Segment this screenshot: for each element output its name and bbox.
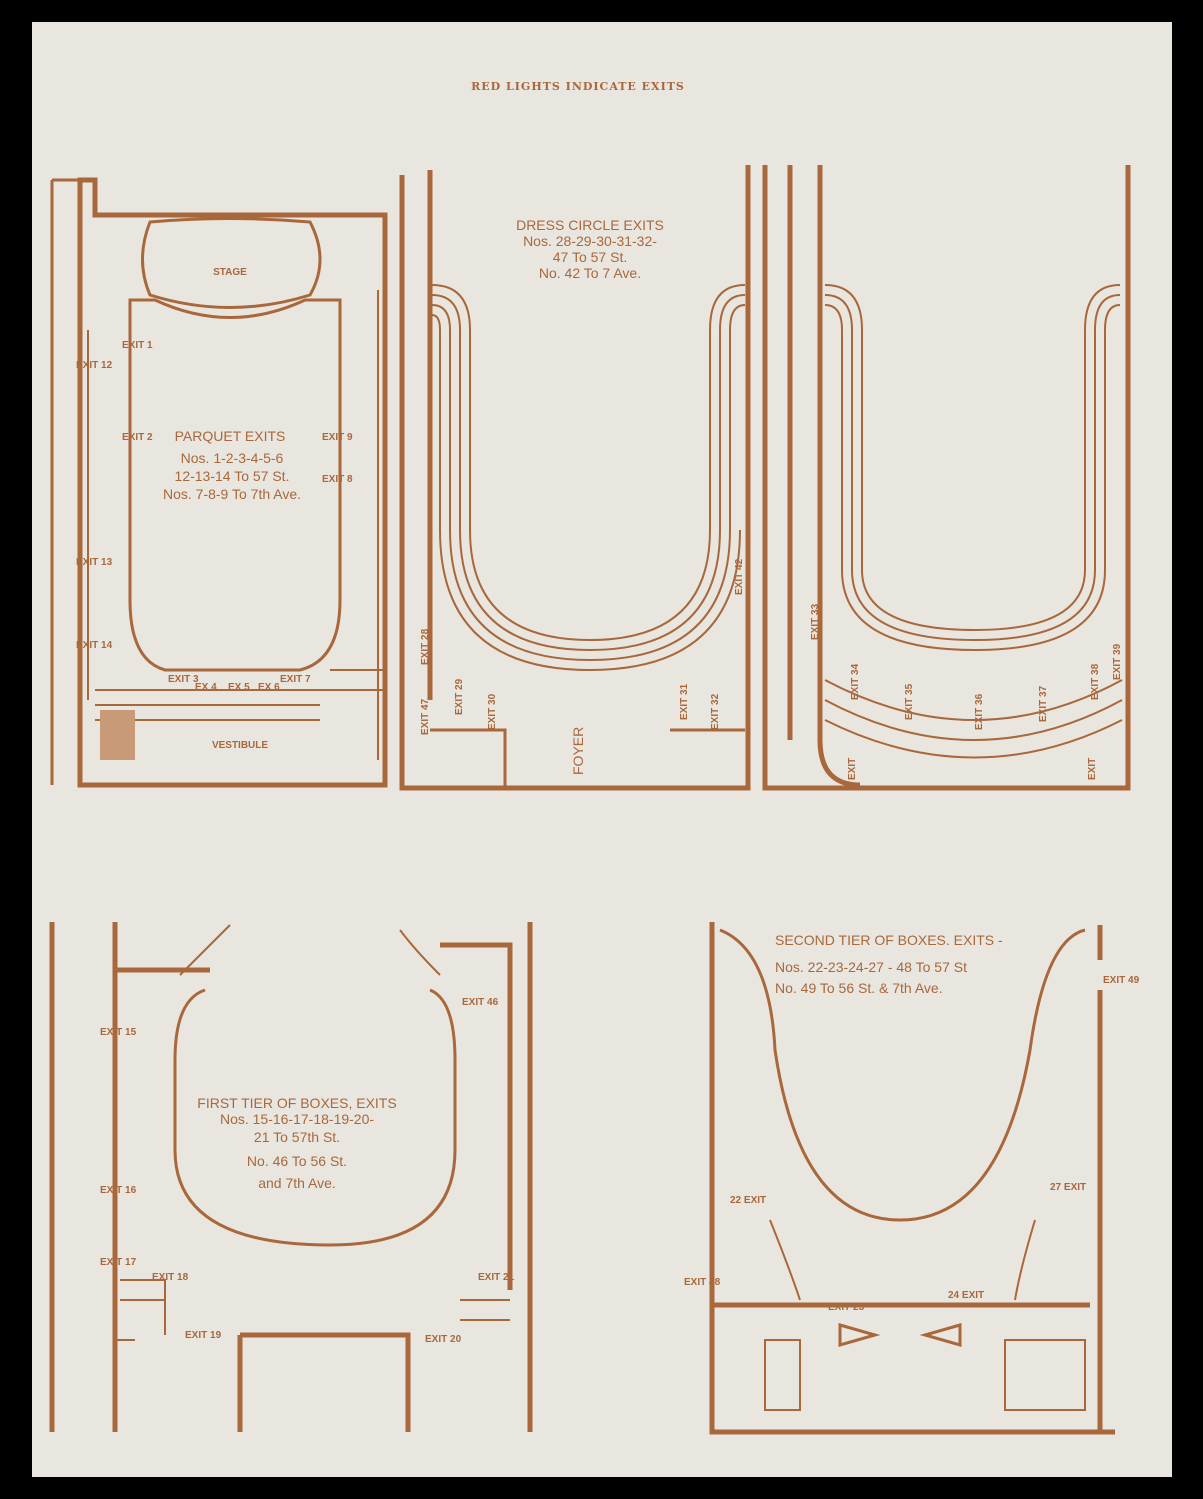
exit-label: EXIT 7	[280, 674, 311, 685]
exit-label: EXIT 33	[810, 603, 821, 640]
exit-label: 22 EXIT	[730, 1195, 766, 1206]
stair-block	[100, 710, 135, 760]
sheet-title: RED LIGHTS INDICATE EXITS	[471, 80, 685, 93]
second-tier-plan: SECOND TIER OF BOXES. EXITS - Nos. 22-23…	[684, 922, 1140, 1435]
exit-label: EXIT 9	[322, 432, 353, 443]
exit-label: EXIT 35	[904, 683, 915, 720]
exit-label: EXIT 13	[76, 557, 113, 568]
first-tier-line: Nos. 15-16-17-18-19-20-	[220, 1111, 374, 1127]
exit-label: EXIT 48	[684, 1277, 721, 1288]
paper	[32, 22, 1172, 1477]
exit-label: EXIT 19	[185, 1330, 222, 1341]
foyer-label: FOYER	[570, 727, 586, 775]
exit-label: EXIT 3	[168, 674, 199, 685]
second-tier-heading: SECOND TIER OF BOXES. EXITS -	[775, 932, 1003, 948]
first-tier-heading: FIRST TIER OF BOXES, EXITS	[197, 1095, 396, 1111]
exit-label: EXIT 28	[420, 628, 431, 665]
exit-label: EXIT	[1087, 758, 1098, 780]
balcony-plan: EXIT 33 EXIT 34 EXIT 35 EXIT 36 EXIT 37 …	[762, 165, 1131, 791]
exit-label: EXIT 34	[850, 663, 861, 700]
exit-label: EXIT 31	[679, 683, 690, 720]
exit-label: EXIT 38	[1090, 663, 1101, 700]
exit-label: EX 4	[195, 682, 217, 693]
vestibule-label: VESTIBULE	[212, 740, 268, 751]
dress-circle-line: Nos. 28-29-30-31-32-	[523, 233, 657, 249]
exit-label: EXIT 49	[1103, 975, 1140, 986]
exit-label: EXIT 1	[122, 340, 153, 351]
parquet-line: Nos. 7-8-9 To 7th Ave.	[163, 486, 301, 502]
exit-label: EXIT 20	[425, 1334, 462, 1345]
parquet-plan: STAGE VESTIBULE PARQUET EXITS Nos. 1-2-3…	[50, 177, 388, 788]
exit-label: EXIT 30	[487, 693, 498, 730]
exit-label: EXIT 36	[974, 693, 985, 730]
second-tier-line: No. 49 To 56 St. & 7th Ave.	[775, 980, 943, 996]
exit-label: EXIT 8	[322, 474, 353, 485]
first-tier-plan: FIRST TIER OF BOXES, EXITS Nos. 15-16-17…	[49, 922, 533, 1432]
exit-label: EXIT 39	[1112, 643, 1123, 680]
exit-label: EXIT 12	[76, 360, 113, 371]
dress-circle-line: No. 42 To 7 Ave.	[539, 265, 641, 281]
exit-label: EXIT 47	[420, 698, 431, 735]
exit-label: EXIT 21	[478, 1272, 515, 1283]
exit-label: EXIT 2	[122, 432, 153, 443]
exit-label: EXIT 32	[710, 693, 721, 730]
exit-label: EXIT 46	[462, 997, 499, 1008]
dress-circle-plan: DRESS CIRCLE EXITS Nos. 28-29-30-31-32- …	[399, 165, 751, 791]
first-tier-line: No. 46 To 56 St.	[247, 1153, 347, 1169]
exit-label: EXIT 17	[100, 1257, 137, 1268]
exit-label: EXIT 14	[76, 640, 113, 651]
exit-label: EXIT 16	[100, 1185, 137, 1196]
exit-label: 24 EXIT	[948, 1290, 984, 1301]
parquet-heading: PARQUET EXITS	[175, 428, 286, 444]
parquet-line: Nos. 1-2-3-4-5-6	[181, 450, 284, 466]
exit-label: EX 5	[228, 682, 250, 693]
exit-label: EXIT 15	[100, 1027, 137, 1038]
exit-label: EX 6	[258, 682, 280, 693]
exit-label: EXIT 29	[454, 678, 465, 715]
parquet-line: 12-13-14 To 57 St.	[175, 468, 290, 484]
exit-label: 27 EXIT	[1050, 1182, 1086, 1193]
exit-label: EXIT 23	[828, 1302, 865, 1313]
second-tier-line: Nos. 22-23-24-27 - 48 To 57 St	[775, 959, 967, 975]
first-tier-line: 21 To 57th St.	[254, 1129, 340, 1145]
dress-circle-line: 47 To 57 St.	[553, 249, 627, 265]
exit-label: EXIT 18	[152, 1272, 189, 1283]
exit-label: EXIT	[847, 758, 858, 780]
exit-label: EXIT 37	[1038, 685, 1049, 722]
stage-label: STAGE	[213, 267, 247, 278]
dress-circle-heading: DRESS CIRCLE EXITS	[516, 217, 664, 233]
first-tier-line: and 7th Ave.	[258, 1175, 336, 1191]
exit-label: EXIT 42	[734, 558, 745, 595]
